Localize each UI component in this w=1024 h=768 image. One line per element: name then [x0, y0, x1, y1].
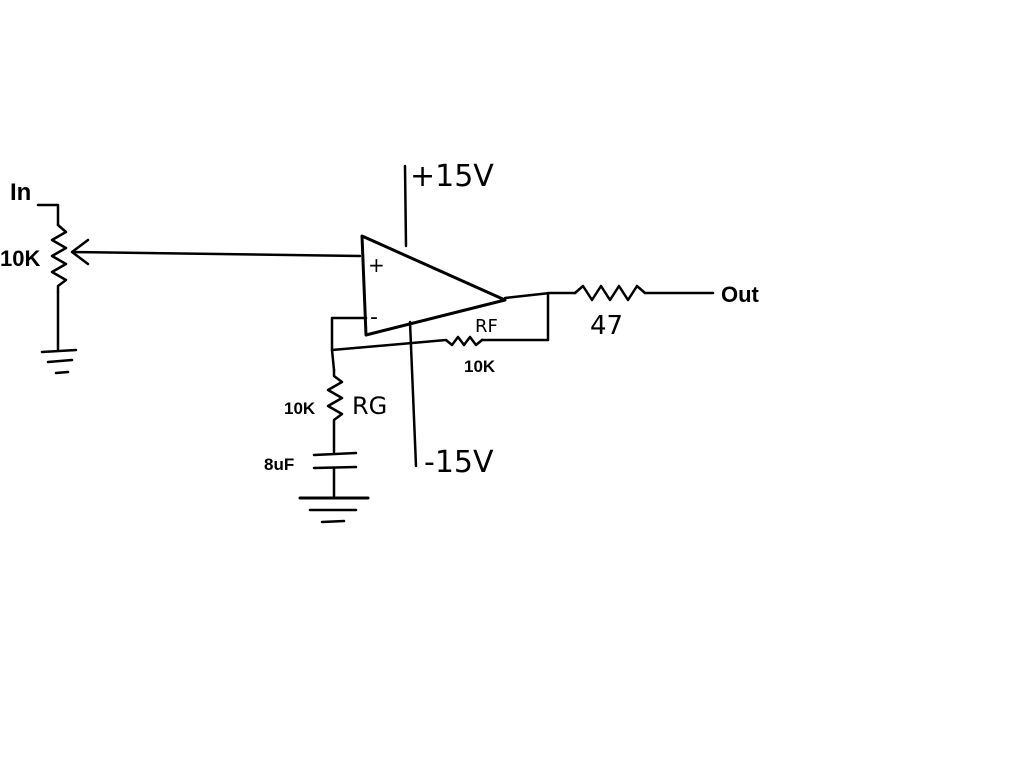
- input-label: In: [10, 179, 31, 206]
- op-amp-icon: [360, 234, 507, 337]
- input-wire: [36, 203, 60, 227]
- plus-supply-wire: [403, 164, 408, 248]
- gain-name-label: RG: [352, 392, 387, 420]
- minus-supply-wire: [408, 320, 418, 468]
- feedback-resistor-icon: [330, 335, 484, 352]
- potentiometer-wiper-icon: [70, 238, 362, 266]
- ground-icon: [298, 496, 370, 524]
- feedback-wire: [480, 291, 550, 342]
- output-label: Out: [721, 282, 760, 307]
- capacitor-icon: [312, 451, 358, 498]
- resistor-icon: [573, 284, 715, 302]
- feedback-value-label: 10K: [464, 357, 496, 376]
- feedback-name-label: RF: [475, 316, 498, 337]
- potentiometer-icon: [50, 223, 68, 294]
- plus-supply-label: +15V: [410, 159, 494, 194]
- minus-supply-label: -15V: [424, 445, 494, 480]
- noninverting-label: +: [368, 253, 385, 277]
- pot-value-label: 10K: [0, 246, 40, 271]
- capacitor-value-label: 8uF: [264, 455, 294, 474]
- output-resistor-label: 47: [590, 311, 623, 341]
- ground-icon: [40, 348, 78, 375]
- gain-value-label: 10K: [284, 399, 316, 418]
- inverting-label: -: [370, 305, 378, 330]
- output-wire: [503, 291, 577, 300]
- inverting-input-wire: [330, 316, 368, 372]
- gain-resistor-icon: [326, 368, 344, 454]
